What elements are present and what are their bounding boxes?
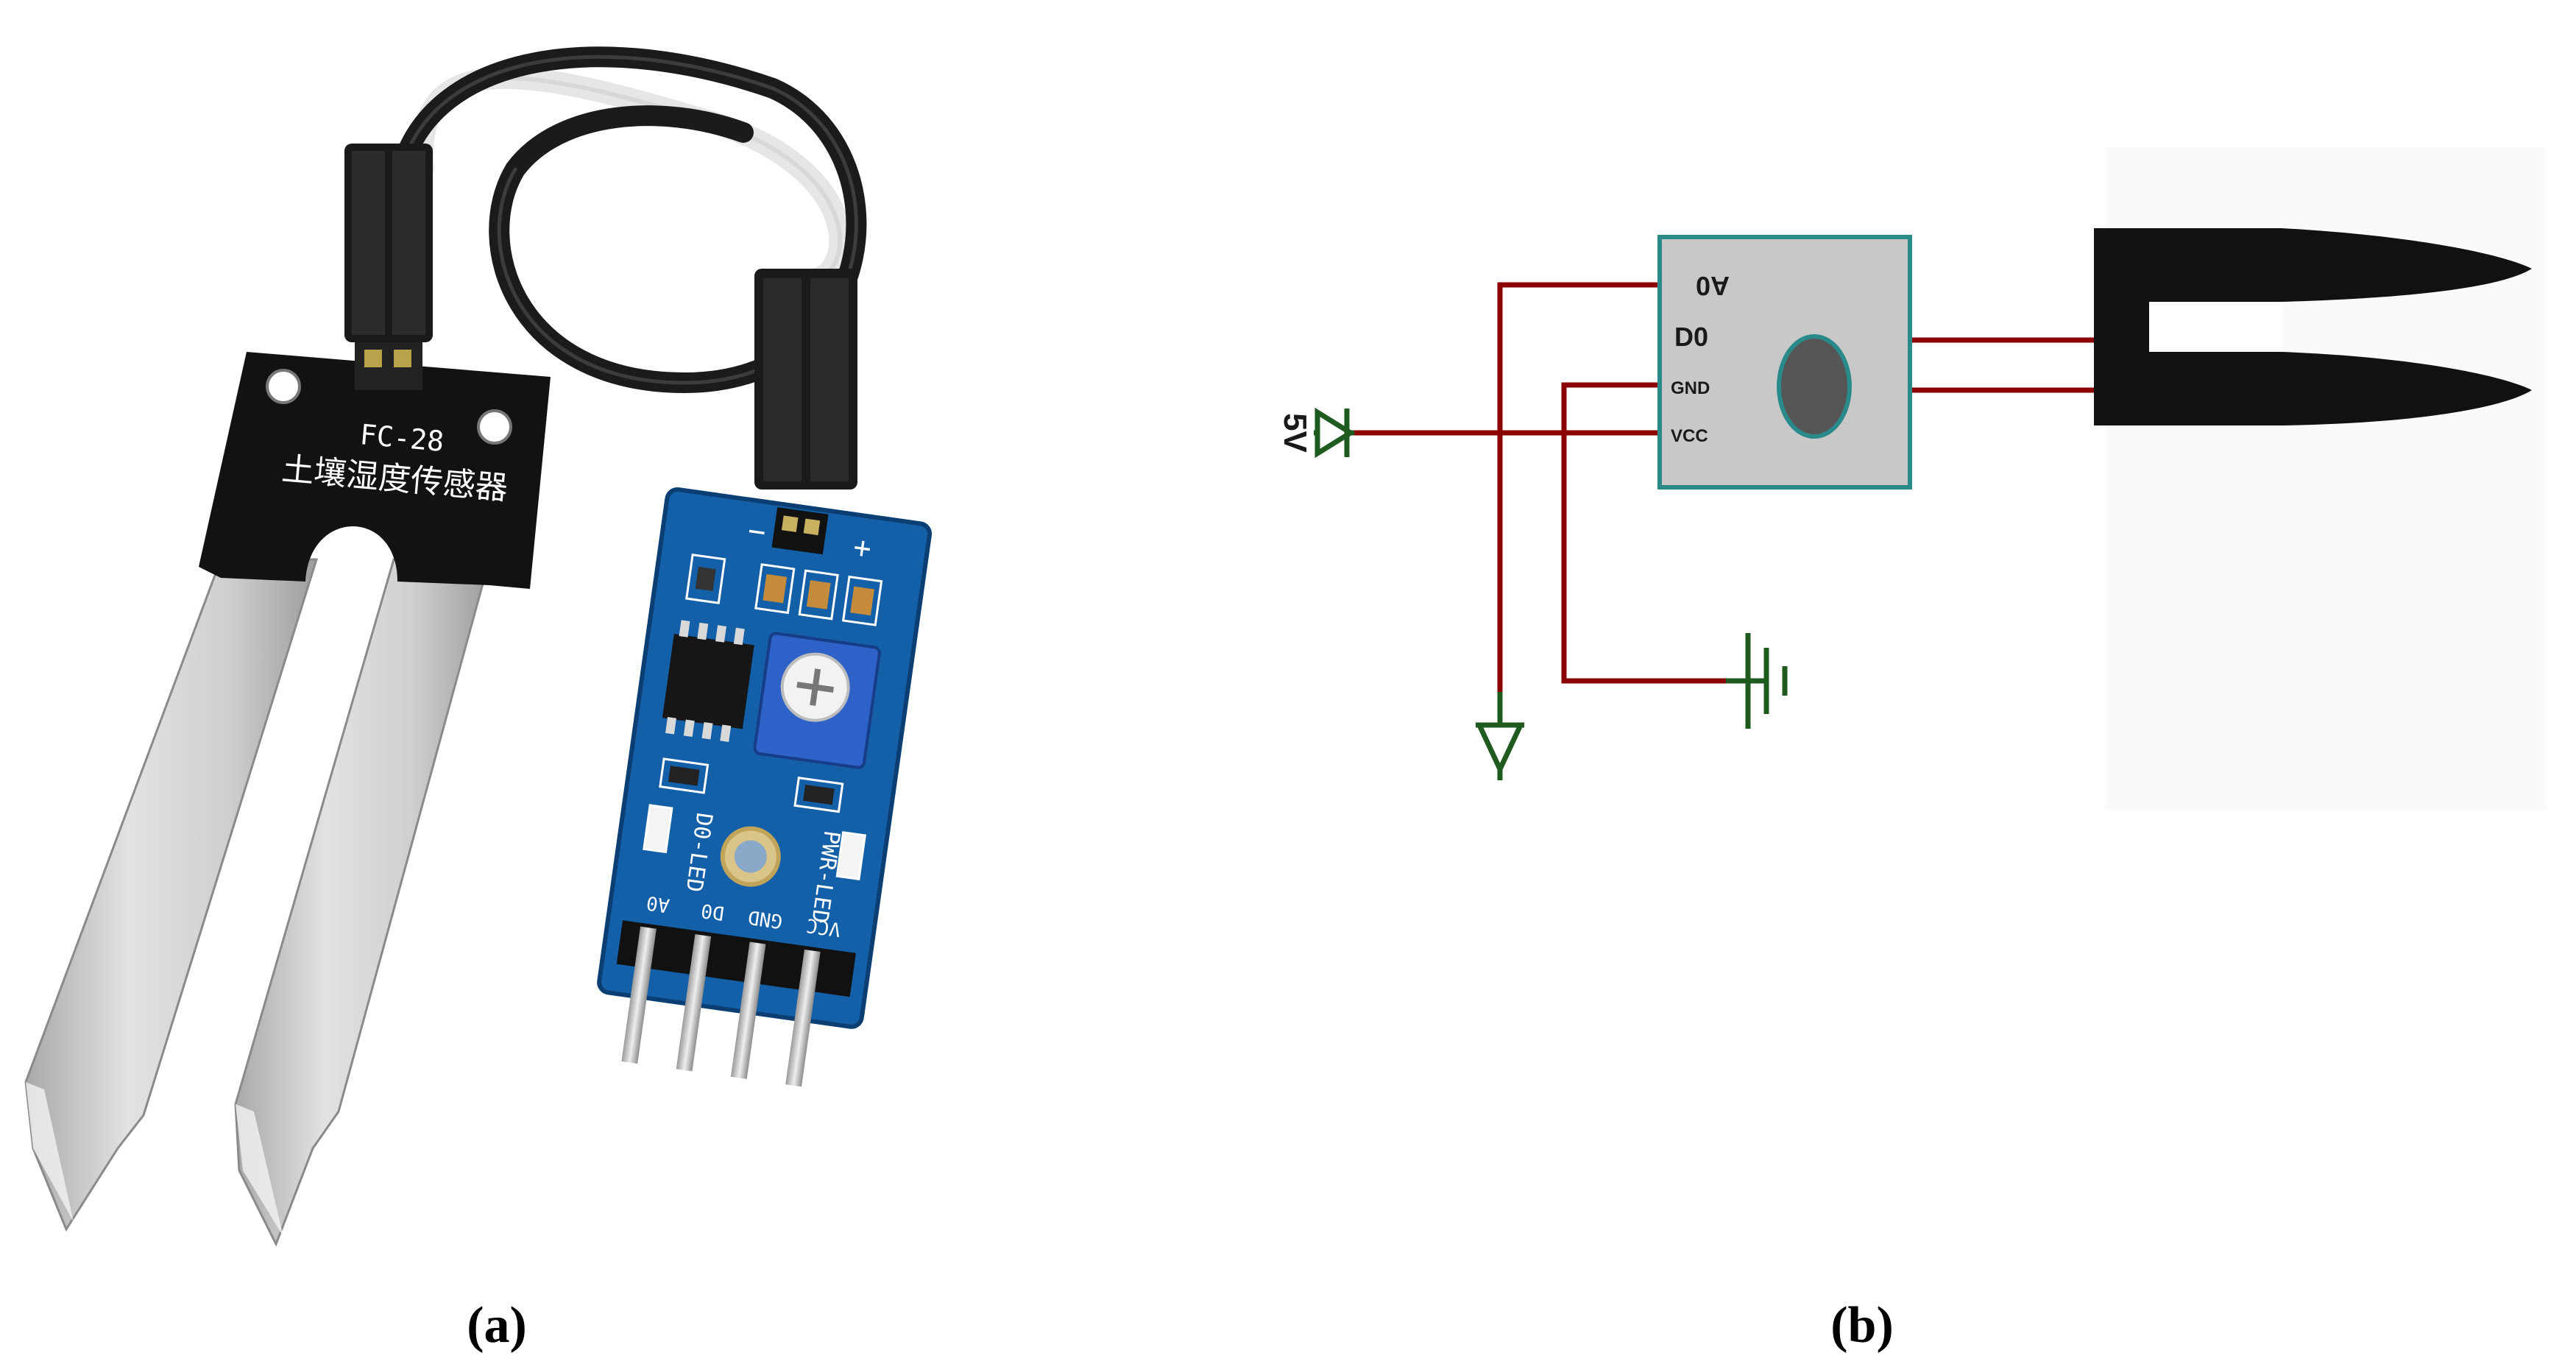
soil-probe: FC-28 土壤湿度传感器 [24,342,551,1247]
module-pin-label-d0: D0 [700,899,726,924]
panel-a-photo: FC-28 土壤湿度传感器 − + [24,46,933,1354]
potentiometer [753,632,881,769]
panel-b-schematic: A0 D0 GND VCC 5V (b) [1277,147,2547,1354]
panel-a-caption: (a) [467,1297,527,1354]
wires [1354,282,2094,692]
wire-gnd [1561,382,1726,684]
module-pin-label-vcc: VCC [805,914,843,940]
schematic-module: A0 D0 GND VCC [1657,235,1912,490]
comparator-chip [662,620,754,742]
schematic-sensor-element [1777,334,1852,439]
ground-symbol [1726,633,1788,729]
sensor-module: − + [597,487,933,1087]
wire-a0 [1497,282,1660,692]
schematic-probe [2094,228,2532,425]
schematic-pin-vcc: VCC [1671,426,1708,446]
supply-5v-label: 5V [1277,413,1313,453]
probe-connector [344,144,433,342]
schematic-pin-a0: A0 [1696,271,1730,301]
a0-output-arrow [1475,692,1525,780]
supply-5v-symbol [1314,407,1356,459]
schematic-pin-gnd: GND [1671,378,1710,398]
schematic-pin-d0: D0 [1674,322,1708,352]
module-pin-label-gnd: GND [746,905,784,932]
module-connector [754,269,857,490]
probe-model-label: FC-28 [358,418,445,458]
module-pin-label-a0: A0 [645,891,670,916]
panel-b-caption: (b) [1830,1297,1894,1354]
